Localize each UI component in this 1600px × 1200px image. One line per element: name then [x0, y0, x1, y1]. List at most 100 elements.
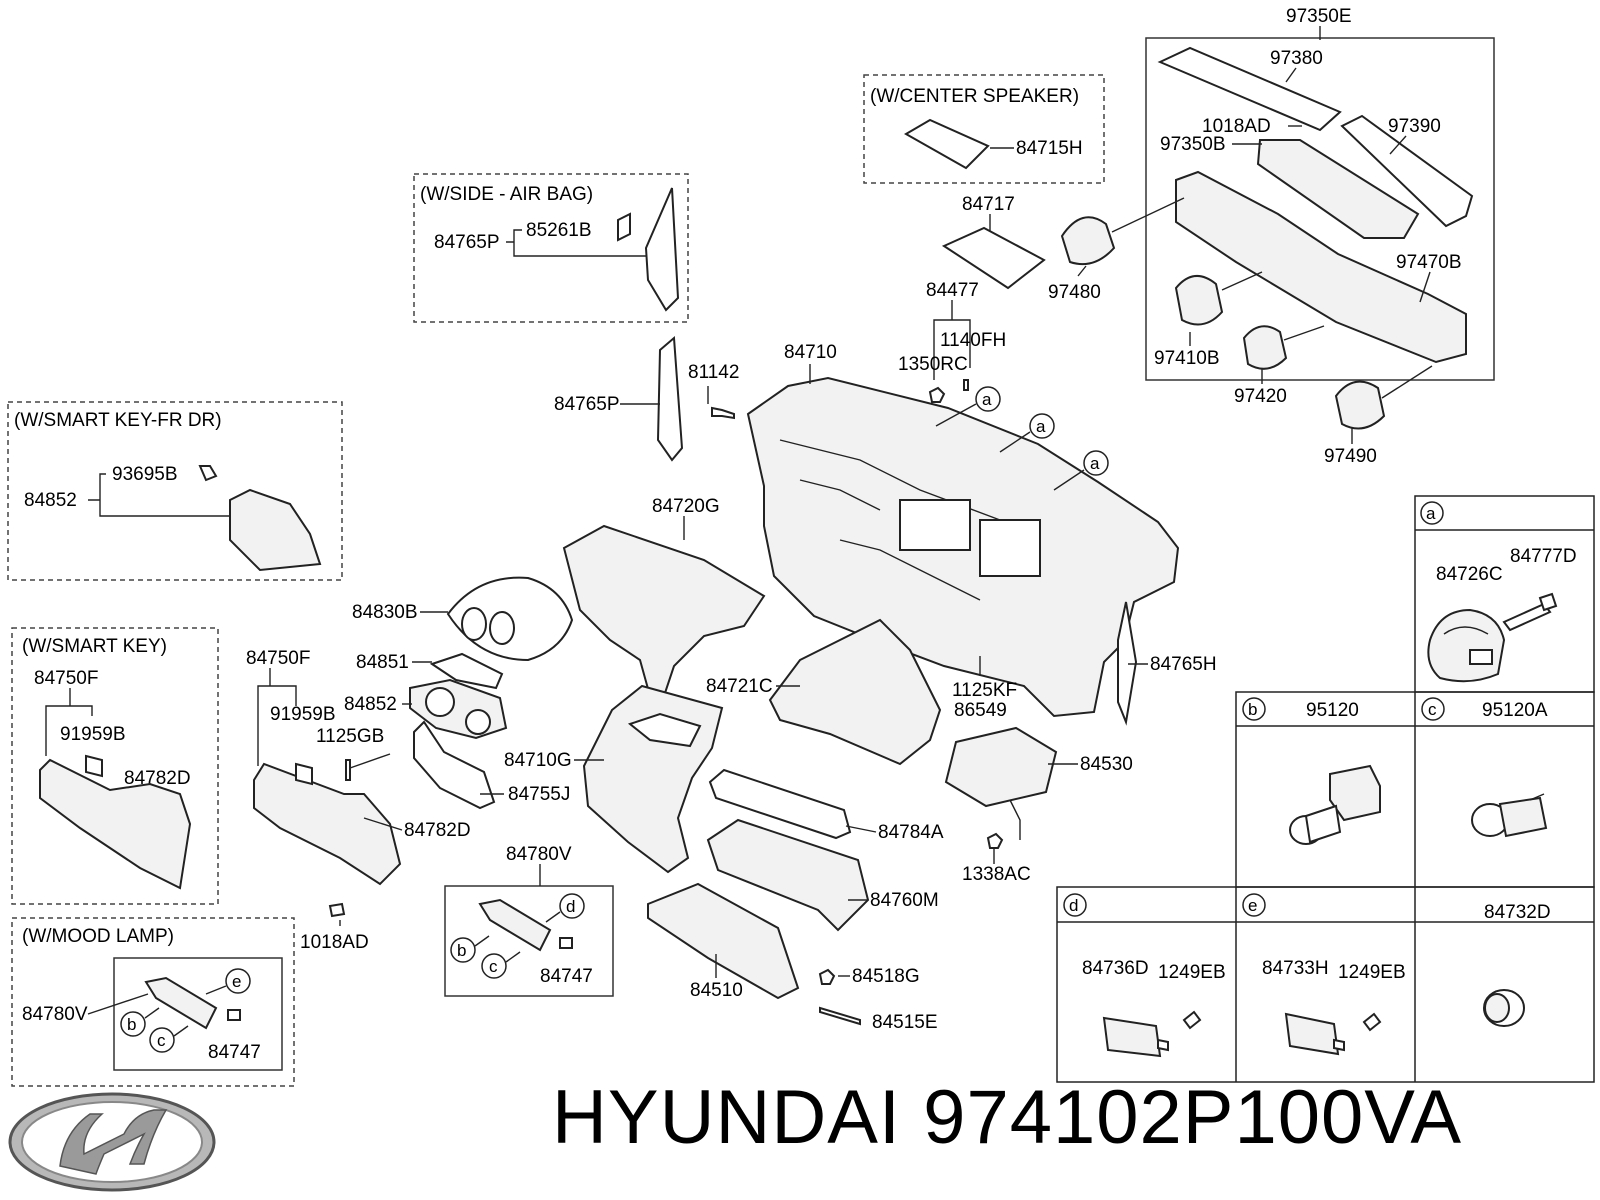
- label-84721C: 84721C: [706, 676, 773, 697]
- label-97350B: 97350B: [1160, 134, 1226, 155]
- callout-a-2-letter: a: [1036, 417, 1046, 436]
- label-84852-box: 84852: [24, 490, 77, 511]
- label-95120A: 95120A: [1482, 700, 1548, 721]
- label-84747-mid: 84747: [540, 966, 593, 987]
- callout-c-mid: [481, 953, 507, 979]
- label-84747-lamp: 84747: [208, 1042, 261, 1063]
- label-1018AD-top: 1018AD: [1202, 116, 1271, 137]
- label-84510: 84510: [690, 980, 743, 1001]
- label-97380: 97380: [1270, 48, 1323, 69]
- label-85261B: 85261B: [526, 220, 592, 241]
- label-1125KF: 1125KF: [952, 680, 1017, 701]
- label-95120: 95120: [1306, 700, 1359, 721]
- bracket-84720G-drawing: [562, 524, 766, 697]
- bracket-84736D-drawing: [1102, 1010, 1202, 1058]
- smart-key-box: [11, 627, 219, 905]
- label-84710: 84710: [784, 342, 837, 363]
- label-1249EB-d: 1249EB: [1158, 962, 1226, 983]
- footer-brand: HYUNDAI: [552, 1075, 902, 1160]
- label-1350RC: 1350RC: [898, 354, 968, 375]
- label-1018AD-bottom: 1018AD: [300, 932, 369, 953]
- label-1249EB-e: 1249EB: [1338, 962, 1406, 983]
- bracket-84765P-airbag: [644, 187, 680, 312]
- label-84750F-mid: 84750F: [246, 648, 310, 669]
- cluster-84830B-drawing: [446, 576, 574, 662]
- panel-84710G-drawing: [582, 684, 724, 874]
- label-97410B: 97410B: [1154, 348, 1220, 369]
- socket-95120A-drawing: [1471, 793, 1548, 838]
- label-84852-mid: 84852: [344, 694, 397, 715]
- label-84777D: 84777D: [1510, 546, 1577, 567]
- callout-c-lamp: [149, 1027, 175, 1053]
- switch-84780V-lamp: [144, 976, 218, 1030]
- label-84726C: 84726C: [1436, 564, 1503, 585]
- cover-84721C-drawing: [768, 618, 942, 766]
- smart-key-title: (W/SMART KEY): [22, 636, 167, 657]
- smart-key-fr-dr-title: (W/SMART KEY-FR DR): [14, 410, 222, 431]
- panel-84750F-mid: [253, 762, 402, 886]
- label-84830B: 84830B: [352, 602, 418, 623]
- label-84750F-box: 84750F: [34, 668, 98, 689]
- label-84518G: 84518G: [852, 966, 920, 987]
- mood-lamp-inner-box: [113, 957, 283, 1071]
- label-97420: 97420: [1234, 386, 1287, 407]
- pin-84515E: [819, 1006, 861, 1026]
- label-84530: 84530: [1080, 754, 1133, 775]
- vent-97490-drawing: [1334, 380, 1386, 430]
- label-97470B: 97470B: [1396, 252, 1462, 273]
- callout-a-2: [1029, 413, 1055, 439]
- side-air-bag-box: [413, 173, 689, 323]
- callout-d-mid: [559, 893, 585, 919]
- glovebox-84760M-drawing: [706, 818, 870, 932]
- callout-b-mid-letter: b: [457, 941, 466, 960]
- callout-a-1-letter: a: [982, 390, 992, 409]
- label-84782D-box: 84782D: [124, 768, 191, 789]
- bolt-84777D-drawing: [1502, 592, 1558, 632]
- label-84755J: 84755J: [508, 784, 570, 805]
- label-84851: 84851: [356, 652, 409, 673]
- center-speaker-title: (W/CENTER SPEAKER): [870, 86, 1079, 107]
- callout-b-lamp-letter: b: [127, 1015, 136, 1034]
- smart-key-fr-dr-box: [7, 401, 343, 581]
- detail-a-letter: a: [1426, 504, 1436, 523]
- cap-84732D-drawing: [1483, 989, 1525, 1027]
- switch-93695B: [198, 465, 218, 482]
- nut-1350RC: [928, 386, 946, 403]
- label-84765P-box: 84765P: [434, 232, 500, 253]
- callout-e-lamp: [225, 968, 251, 994]
- nut-1338AC: [986, 832, 1004, 849]
- bracket-84765P-center: [656, 335, 684, 462]
- detail-d-badge: [1063, 893, 1087, 917]
- label-1140FH: 1140FH: [940, 330, 1006, 351]
- speaker-grille-84715H: [903, 118, 990, 170]
- callout-a-3: [1083, 450, 1109, 476]
- label-86549: 86549: [954, 700, 1007, 721]
- clip-84747-mid: [559, 937, 573, 949]
- label-84515E: 84515E: [872, 1012, 938, 1033]
- label-84732D: 84732D: [1484, 902, 1551, 923]
- callout-c-mid-letter: c: [489, 957, 498, 976]
- label-84736D: 84736D: [1082, 958, 1149, 979]
- label-97480: 97480: [1048, 282, 1101, 303]
- glovebox-84510-drawing: [647, 882, 800, 1000]
- vent-97410B-drawing: [1174, 275, 1224, 326]
- label-1338AC: 1338AC: [962, 864, 1031, 885]
- bracket-84755J-drawing: [413, 720, 496, 810]
- detail-d-letter: d: [1069, 896, 1078, 915]
- panel-84852-box: [229, 488, 322, 572]
- detail-c-badge: [1421, 697, 1445, 721]
- hyundai-logo-icon: [8, 1092, 216, 1192]
- vent-97480-drawing: [1060, 216, 1116, 266]
- bracket-84851-drawing: [429, 652, 504, 690]
- label-84765H: 84765H: [1150, 654, 1217, 675]
- label-91959B-box: 91959B: [60, 724, 126, 745]
- label-84717: 84717: [962, 194, 1015, 215]
- label-97350E: 97350E: [1286, 6, 1352, 27]
- bolt-1018AD-bottom: [328, 902, 346, 918]
- plate-85261B: [617, 212, 631, 242]
- plate-91959B-box: [85, 754, 103, 778]
- callout-c-lamp-letter: c: [157, 1031, 166, 1050]
- detail-b-letter: b: [1248, 700, 1257, 719]
- label-84780V-mid: 84780V: [506, 844, 572, 865]
